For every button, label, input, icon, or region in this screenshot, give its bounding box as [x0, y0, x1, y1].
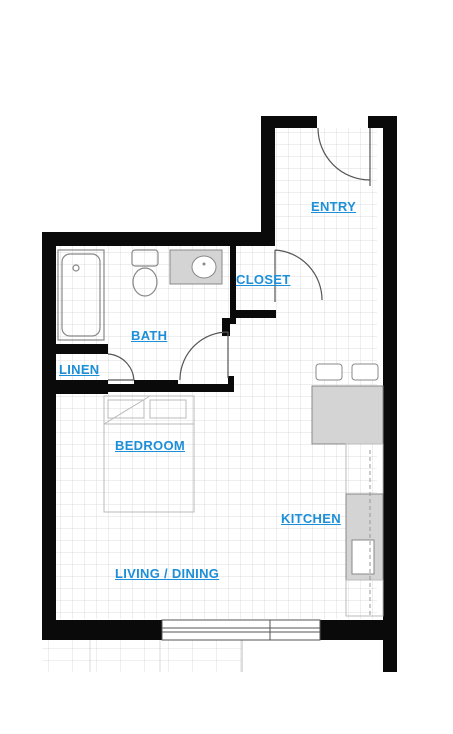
bar-stools — [315, 363, 379, 381]
room-label-closet: CLOSET — [236, 272, 291, 287]
room-label-entry: ENTRY — [311, 199, 357, 214]
toilet — [131, 249, 159, 297]
room-label-living-dining: LIVING / DINING — [115, 566, 220, 581]
window — [161, 619, 321, 641]
room-label-bath: BATH — [131, 328, 168, 343]
room-label-linen: LINEN — [59, 362, 100, 377]
bed — [103, 395, 195, 513]
room-label-kitchen: KITCHEN — [281, 511, 341, 526]
bath-sink — [169, 249, 223, 285]
doors — [107, 127, 371, 381]
walls — [42, 116, 397, 672]
kitchen-counters — [311, 385, 384, 617]
exterior-paving — [42, 640, 243, 672]
bathtub — [57, 249, 105, 341]
room-label-bedroom: BEDROOM — [115, 438, 185, 453]
